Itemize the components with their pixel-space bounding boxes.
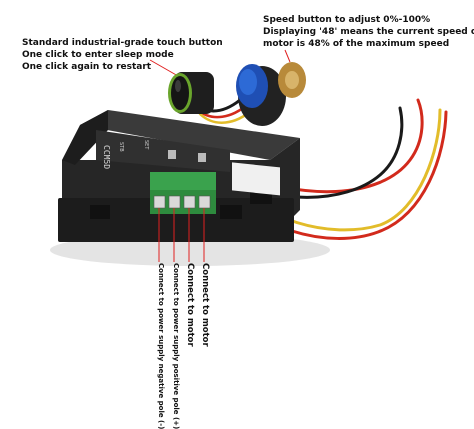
touch-button-callout: Standard industrial-grade touch button O… (22, 37, 223, 73)
touch-callout-line-2: One click to enter sleep mode (22, 50, 174, 60)
label-motor-1: Connect to motor (185, 263, 195, 347)
touch-callout-line-1: Standard industrial-grade touch button (22, 38, 223, 48)
label-power-negative: Connect to power supply negative pole (-… (157, 263, 165, 429)
terminal-block (150, 172, 216, 214)
controller-enclosure: CCM5D STB SET (58, 110, 300, 262)
touch-callout-line-3: One click again to restart (22, 62, 152, 72)
leader-line-speed (284, 49, 291, 63)
terminal-screw-3 (183, 195, 196, 209)
enclosure-top-face (80, 110, 300, 160)
label-plate (96, 130, 230, 172)
speed-callout-line-2: Displaying '48' means the current speed … (263, 27, 474, 37)
panel-label-stb: STB (118, 142, 124, 152)
touch-button-icon (168, 72, 214, 114)
indicator-2 (198, 153, 206, 162)
speed-callout-line-3: motor is 48% of the maximum speed (263, 39, 450, 49)
speed-button-callout: Speed button to adjust 0%-100% Displayin… (263, 14, 474, 50)
vent-slot-1 (90, 205, 110, 219)
potentiometer-knob-icon (236, 62, 306, 126)
indicator-1 (168, 150, 176, 159)
knob-cap-top (239, 69, 257, 95)
touch-button-highlight (175, 80, 181, 92)
enclosure-left-face (62, 110, 108, 165)
terminal-screw-2 (168, 195, 181, 209)
model-text: CCM5D (102, 145, 111, 169)
terminal-screw-4 (198, 195, 211, 209)
product-photo: CCM5D STB SET (50, 49, 448, 266)
terminal-block-top (150, 172, 216, 190)
terminal-screw-1 (153, 195, 166, 209)
label-power-positive: Connect to power supply positive pole (+… (172, 263, 180, 429)
speed-callout-line-1: Speed button to adjust 0%-100% (263, 15, 431, 25)
white-sticker (232, 162, 280, 196)
label-motor-2: Connect to motor (200, 263, 210, 347)
leader-line-touch (149, 59, 179, 77)
pot-shaft (285, 71, 299, 89)
vent-slot-2 (220, 205, 242, 219)
touch-button-face (171, 76, 189, 110)
panel-label-set: SET (143, 140, 149, 150)
